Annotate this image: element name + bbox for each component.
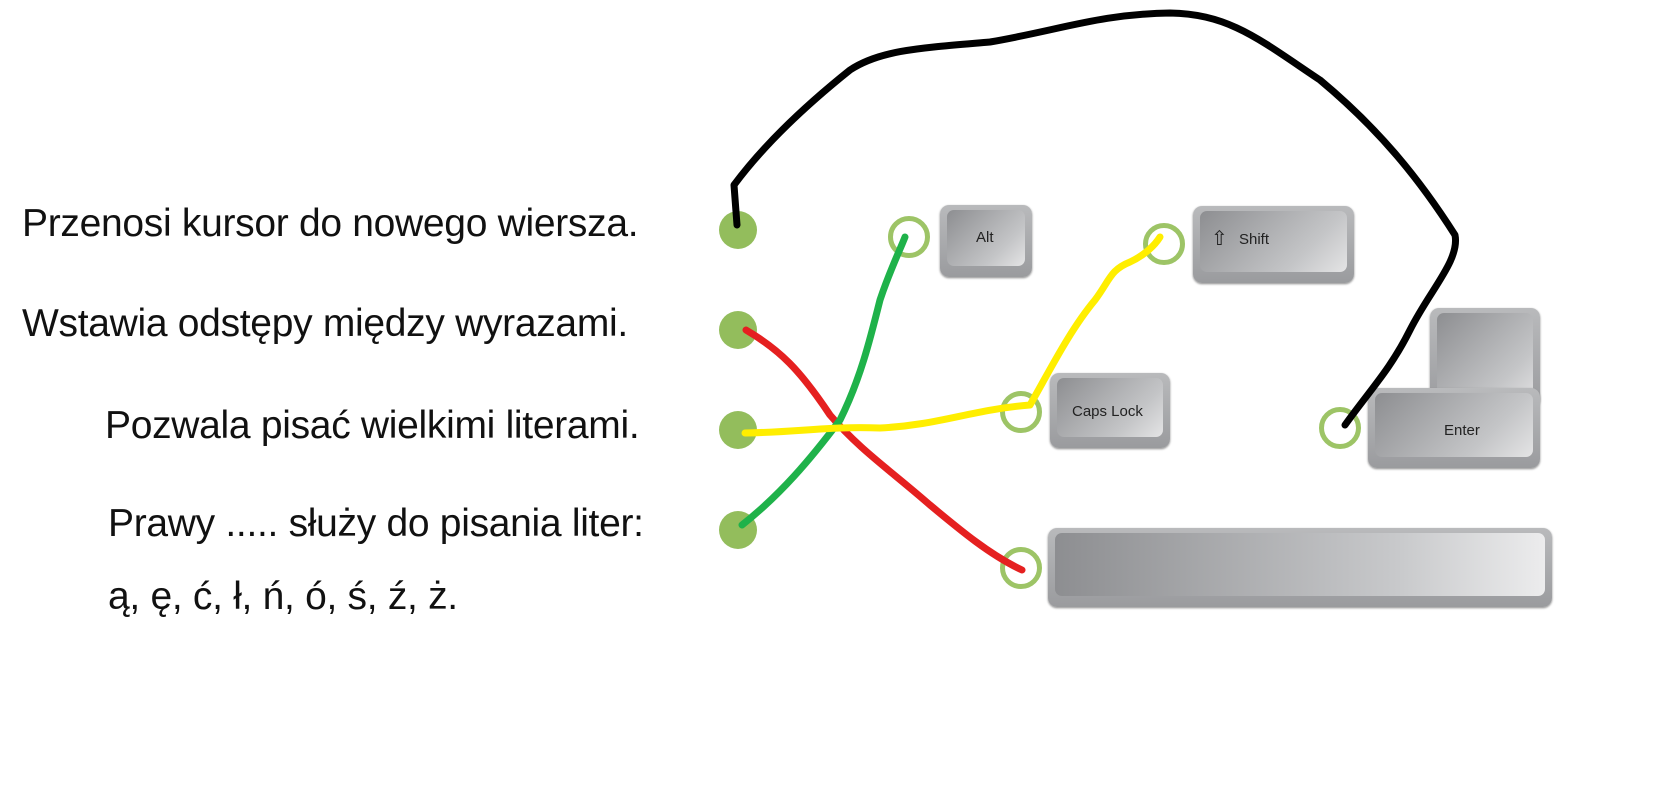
statement-polish-letters: Prawy ..... służy do pisania liter: — [108, 502, 644, 545]
key-alt: Alt — [940, 205, 1032, 277]
target-ring-enter[interactable] — [1319, 407, 1361, 449]
statement-spaces: Wstawia odstępy między wyrazami. — [22, 302, 628, 345]
shift-arrow-icon: ⇧ — [1211, 228, 1228, 250]
line-alt — [738, 233, 909, 529]
statement-new-line: Przenosi kursor do nowego wiersza. — [22, 202, 639, 245]
line-caps-shift — [741, 233, 1164, 437]
target-ring-alt[interactable] — [888, 216, 930, 258]
key-space — [1048, 528, 1552, 607]
statement-polish-letters-list: ą, ę, ć, ł, ń, ó, ś, ź, ż. — [108, 575, 458, 618]
target-ring-shift[interactable] — [1143, 223, 1185, 265]
key-shift: ⇧Shift — [1193, 206, 1354, 283]
line-enter — [730, 9, 1460, 429]
key-enter: Enter — [1368, 388, 1540, 468]
line-space — [742, 326, 1026, 574]
target-ring-caps-lock[interactable] — [1000, 391, 1042, 433]
target-ring-space[interactable] — [1000, 547, 1042, 589]
key-caps-lock: Caps Lock — [1050, 373, 1170, 448]
statement-capitals: Pozwala pisać wielkimi literami. — [105, 404, 640, 447]
